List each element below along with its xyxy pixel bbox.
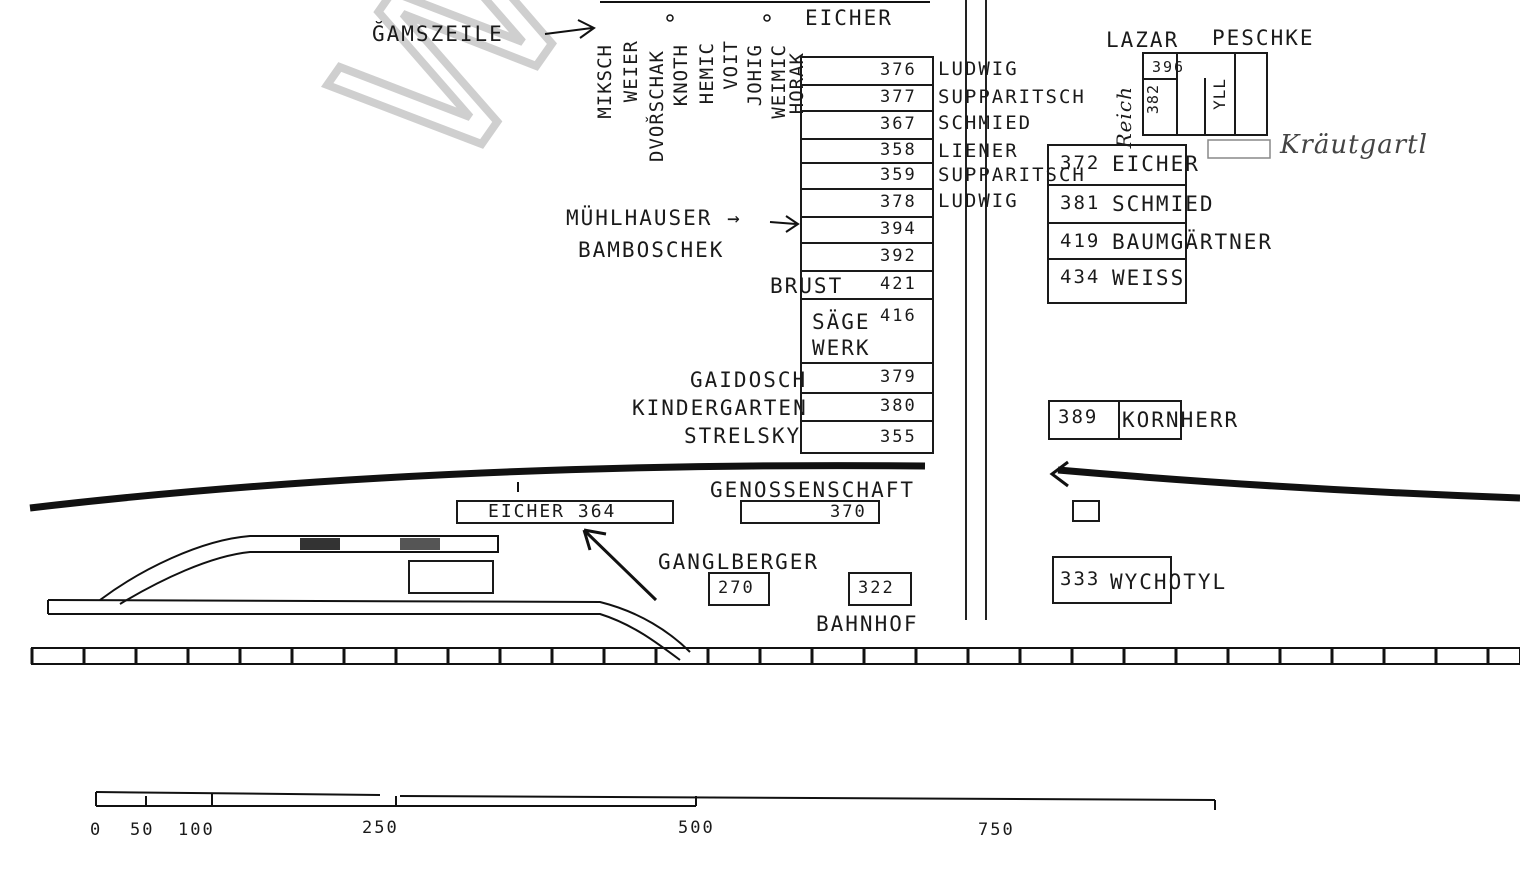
vertical-name-4: HEMIC [696,42,718,105]
house-num-380: 380 [880,395,917,416]
small-building [1072,500,1100,522]
wychotyl-num: 333 [1060,568,1101,590]
eicher-top-label: EICHER [805,6,893,30]
house-num-421: 421 [880,273,917,294]
scale-tick-250: 250 [362,818,399,838]
strelsky-label: STRELSKY [684,424,802,448]
house-num-392: 392 [880,245,917,266]
kornherr-label: KORNHERR [1122,408,1240,432]
railway-main [30,647,1520,665]
house-num-381: 381 [1060,192,1101,214]
gamszeile-label: ĞAMSZEILE [372,22,504,46]
house-owner-367: SCHMIED [938,112,1033,134]
scale-bar [95,791,1216,810]
scale-tick-500: 500 [678,818,715,838]
railway-siding [47,599,691,653]
peschke-label: PESCHKE [1212,26,1315,50]
house-num-372: 372 [1060,152,1101,174]
center-block [800,56,934,454]
kornherr-box [1048,400,1182,440]
railway-siding-upper [99,535,499,605]
house-owner-381: SCHMIED [1112,192,1215,216]
eicher-364-box [456,500,674,524]
scale-tick-100: 100 [178,820,215,840]
vertical-name-5: VOIT [720,40,742,90]
lazar-label: LAZAR [1106,28,1180,52]
house-owner-378: LUDWIG [938,190,1019,212]
house-num-416: 416 [880,305,917,326]
vertical-name-1: WEIER [620,40,642,103]
wychotyl-label: WYCHOTYL [1110,570,1228,594]
house-num-378: 378 [880,191,917,212]
scale-tick-750: 750 [978,820,1015,840]
vertical-name-3: KNOTH [670,44,692,107]
house-num-394: 394 [880,218,917,239]
bahnhof-box [848,572,912,606]
house-num-419: 419 [1060,230,1101,252]
scale-tick-0: 0 [90,820,103,840]
house-owner-372: EICHER [1112,152,1200,176]
vertical-name-0: MIKSCH [594,44,616,119]
house-num-359: 359 [880,164,917,185]
house-yll: YLL [1210,78,1229,110]
bahnhof-label: BAHNHOF [816,612,919,636]
sage-label: SÄGE [812,310,871,334]
genossenschaft-num: 370 [830,502,867,522]
reich-label: Reich [1112,86,1136,149]
brust-label: BRUST [770,274,844,298]
vertical-name-2: DVOŘSCHAK [646,50,668,162]
ganglberger-label: GANGLBERGER [658,550,820,574]
house-num-379: 379 [880,366,917,387]
house-owner-434: WEISS [1112,266,1186,290]
bahnhof-num: 322 [858,578,895,598]
house-owner-376: LUDWIG [938,58,1019,80]
ganglberger-box [708,572,770,606]
genossenschaft-label: GENOSSENSCHAFT [710,478,916,502]
wychotyl-box [1052,556,1172,604]
main-road-left [29,462,926,512]
bamboschek-label: BAMBOSCHEK [578,238,725,262]
pointer-arrow [584,530,658,602]
house-396: 396 [1152,58,1186,76]
house-num-358: 358 [880,139,917,160]
werk-label: WERK [812,336,871,360]
house-owner-358: LIENER [938,140,1019,162]
ganglberger-num: 270 [718,578,755,598]
scale-tick-50: 50 [130,820,155,840]
house-num-376: 376 [880,59,917,80]
road-arrow [1049,460,1069,488]
house-num-377: 377 [880,86,917,107]
vertical-name-6: JOHIG [744,44,766,107]
mühlhauser-label: MÜHLHAUSER → [566,206,742,230]
kindergarten-label: KINDERGARTEN [632,396,808,420]
kräutgartl-label: Kräutgartl [1280,130,1428,160]
eicher-364-label: EICHER 364 [488,501,617,522]
gaidosch-label: GAIDOSCH [690,368,808,392]
shed-box [408,560,494,594]
house-num-355: 355 [880,426,917,447]
kornherr-num: 389 [1058,406,1099,428]
genossenschaft-box [740,500,880,524]
main-road-right [1057,466,1520,502]
house-owner-377: SUPPARITSCH [938,86,1086,108]
house-num-434: 434 [1060,266,1101,288]
right-block [1047,144,1187,304]
house-owner-419: BAUMGÄRTNER [1112,230,1274,254]
house-num-367: 367 [880,113,917,134]
house-382: 382 [1144,84,1162,115]
